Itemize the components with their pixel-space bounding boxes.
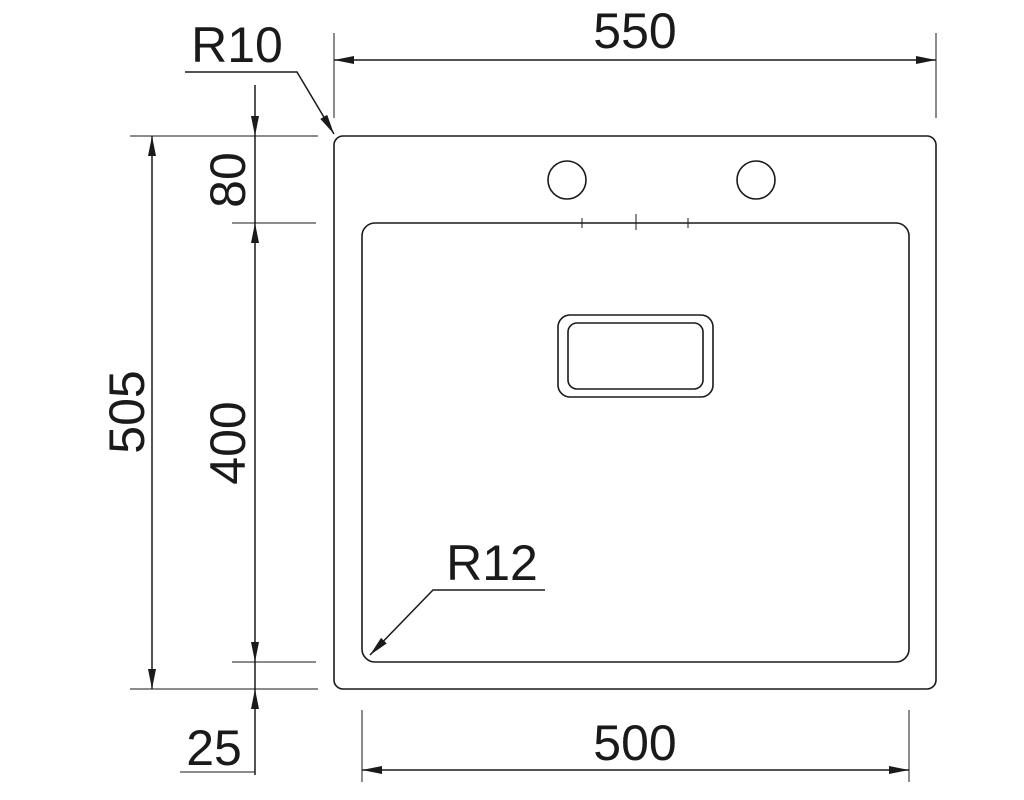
- sink-outer-outline: [333, 135, 937, 690]
- callout-bowl-radius: R12: [369, 535, 545, 656]
- center-ticks: [581, 214, 689, 230]
- radius-label-r12: R12: [446, 535, 538, 591]
- dimension-bowl-width: 500: [361, 710, 910, 782]
- tap-hole-right: [736, 160, 776, 200]
- dimension-label-500: 500: [593, 715, 676, 771]
- tap-hole-left: [547, 160, 587, 200]
- callout-outer-radius: R10: [185, 17, 335, 135]
- dimension-label-80: 80: [200, 152, 256, 208]
- radius-label-r10: R10: [191, 17, 283, 73]
- drain-outline: [557, 314, 714, 398]
- dimension-label-25: 25: [186, 720, 242, 776]
- dimension-overall-width: 550: [333, 3, 937, 118]
- bowl-outline: [361, 222, 910, 663]
- dimension-overall-depth: 505: [99, 135, 318, 690]
- dimension-label-550: 550: [593, 3, 676, 59]
- dimension-label-505: 505: [99, 370, 155, 453]
- dimension-chain-depth: 80 400 25: [180, 85, 316, 776]
- dimension-label-400: 400: [200, 401, 256, 484]
